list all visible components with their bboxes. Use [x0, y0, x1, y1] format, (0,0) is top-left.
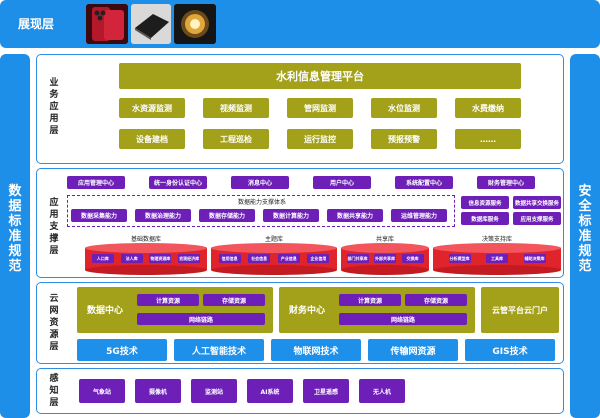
data-standard-sidebar: 数据标准规范 [0, 54, 30, 418]
support-center: 应用管理中心 [67, 176, 125, 189]
database-item: 部门共享库 [346, 254, 369, 263]
tech-item: 人工智能技术 [174, 339, 264, 361]
capability-item: 数据采集能力 [71, 209, 127, 222]
tech-item: 物联网技术 [271, 339, 361, 361]
tech-item: GIS技术 [465, 339, 555, 361]
database-title: 决策支持库 [481, 236, 512, 243]
business-module: 预报预警 [371, 129, 437, 149]
data-center-network: 网络链路 [137, 313, 265, 325]
database-title: 主题库 [264, 236, 283, 243]
business-module: 水资源监测 [119, 98, 185, 118]
database-item: 分析模型库 [448, 254, 471, 263]
database-title: 基础数据库 [130, 236, 161, 243]
support-service: 数据库服务 [461, 212, 509, 225]
business-module: 视频监测 [203, 98, 269, 118]
database-item: 信用信息 [218, 254, 241, 263]
watch-thumbnail [174, 4, 216, 44]
database-item: 物理资源库 [149, 254, 172, 263]
support-center: 用户中心 [313, 176, 371, 189]
cloud-portal-box: 云管平台云门户 [481, 287, 559, 333]
finance-center-title: 财务中心 [289, 306, 326, 316]
capability-box: 数据能力支撑体系 [67, 195, 455, 227]
business-layer-label: 业务应用层 [49, 78, 59, 136]
sensing-layer-panel: 感知层 气象站摄像机监测站 AI系统卫星遥感无人机 [36, 368, 564, 414]
business-layer-panel: 业务应用层 水利信息管理平台 水资源监测视频监测管网监测水位监测水费缴纳设备建档… [36, 54, 564, 164]
business-module: 管网监测 [287, 98, 353, 118]
support-center: 消息中心 [231, 176, 289, 189]
database-item: 交换库 [401, 254, 424, 263]
capability-item: 数据共享能力 [327, 209, 383, 222]
data-center-storage: 存储资源 [203, 294, 265, 306]
sensing-device: 摄像机 [135, 379, 181, 403]
sensing-layer-label: 感知层 [49, 374, 59, 408]
database-item: 工具库 [486, 254, 508, 263]
cloud-layer-label: 云网资源层 [49, 294, 59, 352]
capability-item: 运维管理能力 [391, 209, 447, 222]
data-center-title: 数据中心 [87, 306, 124, 316]
capability-item: 数据存储能力 [199, 209, 255, 222]
database-cylinder [211, 243, 337, 275]
database-item: 法人库 [120, 254, 143, 263]
support-layer-label: 应用支撑层 [49, 198, 59, 256]
support-center: 系统配置中心 [395, 176, 453, 189]
finance-center-storage: 存储资源 [405, 294, 467, 306]
capability-item: 数据治理能力 [135, 209, 191, 222]
database-item: 宏观经济库 [178, 254, 201, 263]
data-center-compute: 计算资源 [137, 294, 199, 306]
sensing-device: AI系统 [247, 379, 293, 403]
support-center: 财务管理中心 [477, 176, 535, 189]
business-module: 工程巡检 [203, 129, 269, 149]
database-item: 人口库 [91, 254, 114, 263]
tech-item: 传输网资源 [368, 339, 458, 361]
support-service: 数据共享交换服务 [513, 196, 561, 209]
database-item: 外部共享库 [374, 254, 396, 263]
platform-banner: 水利信息管理平台 [119, 63, 521, 89]
capability-title: 数据能力支撑体系 [237, 199, 286, 206]
sensing-device: 气象站 [79, 379, 125, 403]
sensing-device: 监测站 [191, 379, 237, 403]
database-cylinder [341, 243, 429, 275]
finance-center-compute: 计算资源 [339, 294, 401, 306]
business-module: …… [455, 129, 521, 149]
database-item: 企业信用 [307, 254, 330, 263]
database-item: 产业信息 [277, 254, 300, 263]
business-module: 设备建档 [119, 129, 185, 149]
security-standard-sidebar: 安全标准规范 [570, 54, 600, 418]
support-center: 统一身份认证中心 [149, 176, 207, 189]
tablet-thumbnail [131, 4, 171, 44]
support-service: 应用支撑服务 [513, 212, 561, 225]
finance-center-network: 网络链路 [339, 313, 467, 325]
capability-item: 数据计算能力 [263, 209, 319, 222]
database-item: 辅助决策库 [523, 254, 546, 263]
security-standard-text: 安全标准规范 [578, 184, 592, 274]
phone-thumbnail [86, 4, 128, 44]
data-standard-text: 数据标准规范 [8, 184, 22, 274]
presentation-layer: 展现层 [0, 0, 600, 48]
business-module: 水费缴纳 [455, 98, 521, 118]
support-service: 信息资源服务 [461, 196, 509, 209]
database-item: 社会信息 [248, 254, 271, 263]
security-standard-label: 安全标准规范 [570, 184, 600, 274]
support-layer-panel: 应用支撑层 数据能力支撑体系 应用管理中心 统一身份认证中心 消息中心 用户中心 系统配… [36, 168, 564, 278]
tech-item: 5G技术 [77, 339, 167, 361]
sensing-device: 卫星遥感 [303, 379, 349, 403]
cloud-layer-panel: 云网资源层 数据中心 计算资源 存储资源 网络链路 财务中心 计算资源 存储资源… [36, 282, 564, 364]
sensing-device: 无人机 [359, 379, 405, 403]
business-module: 水位监测 [371, 98, 437, 118]
data-standard-label: 数据标准规范 [0, 184, 30, 274]
presentation-layer-label: 展现层 [18, 17, 55, 31]
database-cylinder [85, 243, 207, 275]
database-title: 共享库 [375, 236, 394, 243]
business-module: 运行监控 [287, 129, 353, 149]
